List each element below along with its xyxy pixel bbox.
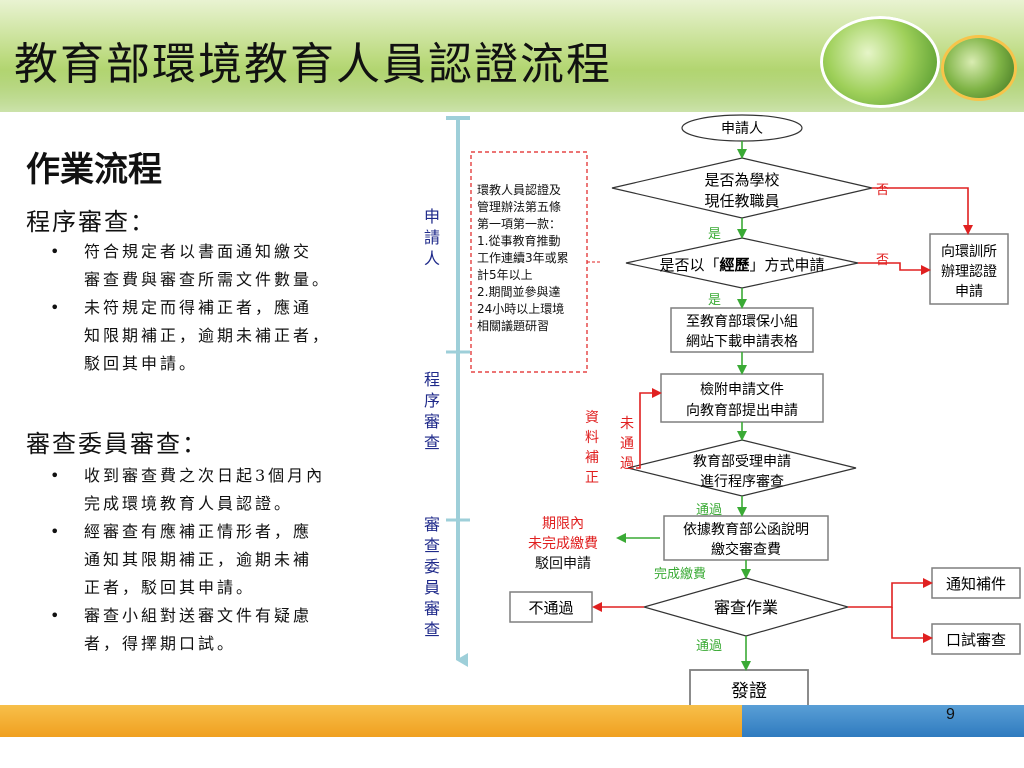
decision-procedure-label: 教育部受理申請進行程序審查 (693, 454, 791, 490)
no-label-experience: 否 (876, 253, 889, 268)
decision-review-label: 審查作業 (714, 598, 778, 617)
issue-certificate-label: 發證 (731, 681, 767, 702)
not-pass-label: 未通過 (620, 416, 634, 472)
applicant-label: 申請人 (721, 121, 763, 137)
footer-accent (742, 705, 1024, 737)
main-flow-arrows (616, 141, 751, 671)
pay-fee-label: 依據教育部公函說明繳交審查費 (683, 521, 809, 558)
submit-application-label: 檢附申請文件向教育部提出申請 (686, 381, 798, 419)
list-item: 審查小組對送審文件有疑慮 者，得擇期口試。 (50, 602, 398, 658)
decision-teacher-label: 是否為學校現任教職員 (704, 171, 779, 210)
epa-training-label: 向環訓所辦理認證申請 (941, 244, 997, 300)
list-item: 經審查有應補正情形者，應 通知其限期補正，逾期未補 正者，駁回其申請。 (50, 518, 398, 602)
pass-label-review: 通過 (696, 639, 722, 654)
submit-application-box (660, 373, 824, 423)
notify-supplement-box (931, 567, 1021, 599)
stage-timeline (446, 116, 470, 667)
no-label-teacher: 否 (876, 183, 889, 198)
leaf-orb-image (820, 16, 940, 108)
footer-base (0, 737, 1024, 768)
procedure-heading: 程序審查： (26, 208, 156, 236)
oral-exam-label: 口試審查 (946, 631, 1006, 649)
procedure-list: 符合規定者以書面通知繳交 審查費與審查所需文件數量。 未符規定而得補正者，應通 … (50, 238, 398, 378)
section-title: 作業流程 (26, 150, 162, 190)
committee-heading: 審查委員審查： (26, 430, 208, 458)
notify-supplement-label: 通知補件 (946, 575, 1006, 593)
yes-label-teacher: 是 (708, 227, 721, 242)
decision-experience-label: 是否以「經歷」方式申請 (659, 256, 824, 274)
leaf-orb-small-image (944, 38, 1014, 98)
download-form-label: 至教育部環保小組網站下載申請表格 (686, 314, 798, 350)
oral-exam-box (931, 623, 1021, 655)
pass-label-procedure: 通過 (696, 503, 722, 518)
branch-arrows (592, 187, 973, 643)
fail-label: 不通過 (528, 599, 573, 617)
epa-training-box (929, 233, 1009, 305)
supplement-label: 資料補正 (585, 410, 599, 486)
regulation-note: 環教人員認證及 管理辦法第五條 第一項第一款： 1.從事教育推動 工作連續3年或… (477, 182, 572, 333)
page-number: 9 (946, 706, 955, 723)
list-item: 符合規定者以書面通知繳交 審查費與審查所需文件數量。 (50, 238, 398, 294)
regulation-note-box (470, 151, 588, 373)
list-item: 未符規定而得補正者，應通 知限期補正，逾期未補正者， 駁回其申請。 (50, 294, 398, 378)
stage-label-procedure: 程序審查 (424, 370, 440, 452)
download-form-box (670, 307, 814, 353)
fail-box (509, 591, 593, 623)
overdue-label: 期限內未完成繳費駁回申請 (528, 516, 598, 572)
page-title: 教育部環境教育人員認證流程 (14, 39, 612, 90)
yes-label-experience: 是 (708, 293, 721, 308)
stage-label-applicant: 申請人 (424, 207, 440, 268)
stage-label-committee: 審查委員審查 (424, 515, 440, 639)
committee-list: 收到審查費之次日起3個月內 完成環境教育人員認證。 經審查有應補正情形者，應 通… (50, 462, 398, 658)
list-item: 收到審查費之次日起3個月內 完成環境教育人員認證。 (50, 462, 398, 518)
fee-done-label: 完成繳費 (654, 567, 706, 582)
